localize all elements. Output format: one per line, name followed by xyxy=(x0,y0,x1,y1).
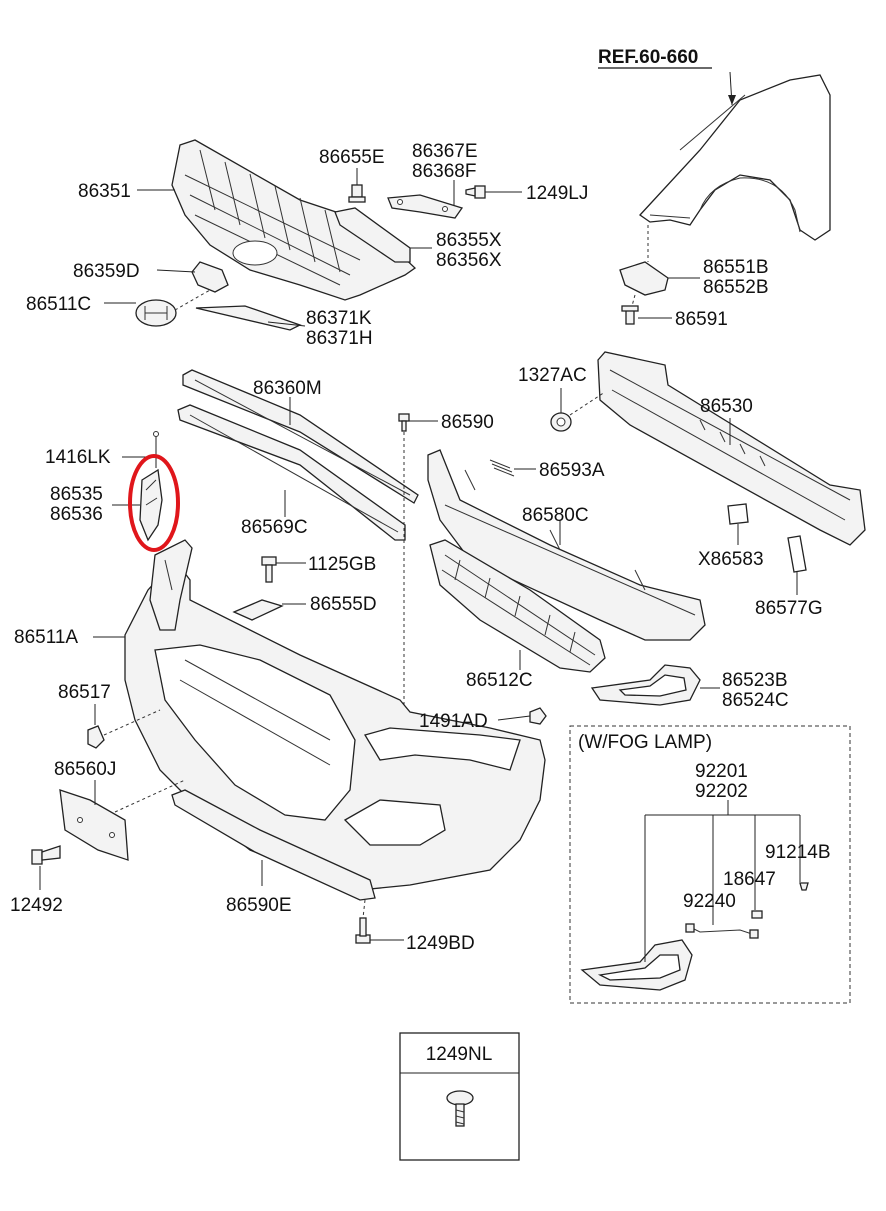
label-86555D: 86555D xyxy=(310,594,377,615)
fog-lamp-tree xyxy=(644,814,801,962)
fog-lamp-drawing xyxy=(580,939,693,991)
bolt-1125GB xyxy=(261,556,277,583)
ref-label: REF.60-660 xyxy=(598,47,698,68)
clip-86655E xyxy=(348,184,366,203)
lower-cover-86580C xyxy=(427,449,706,641)
label-86536: 86536 xyxy=(50,504,103,525)
label-92240: 92240 xyxy=(683,891,736,912)
dash-emblem xyxy=(174,289,211,311)
bolt-box-label: 1249NL xyxy=(426,1044,493,1065)
lower-strip-86590E xyxy=(171,789,376,901)
dash-nut xyxy=(569,391,606,416)
dash-bolt xyxy=(631,294,636,307)
label-86368F: 86368F xyxy=(412,161,476,182)
label-86535: 86535 xyxy=(50,484,103,505)
wire-harness-92240 xyxy=(685,923,759,939)
part-number-labels: 86351 86655E 86367E 86368F 1249LJ 86355X… xyxy=(10,141,831,954)
label-86655E: 86655E xyxy=(319,147,385,168)
bolt-86591 xyxy=(621,305,639,325)
label-86371H: 86371H xyxy=(306,328,373,349)
lower-grille-86512C xyxy=(429,539,606,673)
label-86530: 86530 xyxy=(700,396,753,417)
label-1249BD: 1249BD xyxy=(406,933,475,954)
emblem-bracket-86359D xyxy=(191,261,229,293)
label-86569C: 86569C xyxy=(241,517,308,538)
emblem-86511C xyxy=(135,299,177,327)
fog-lamp-box-label: (W/FOG LAMP) xyxy=(578,732,712,753)
label-91214B: 91214B xyxy=(765,842,831,863)
upper-stay-86360M xyxy=(182,369,419,504)
label-86577G xyxy=(787,535,807,573)
label-86591: 86591 xyxy=(675,309,728,330)
label-X86583 xyxy=(727,503,749,525)
clip-86593A xyxy=(489,459,515,477)
label-86523B: 86523B xyxy=(722,670,788,691)
leader-86359D xyxy=(156,269,196,273)
pin-1416LK xyxy=(153,431,159,468)
grille-moulding-drawing xyxy=(334,207,411,263)
bolt-86590 xyxy=(398,413,410,432)
label-86560J: 86560J xyxy=(54,759,116,780)
bulb-18647 xyxy=(751,910,763,919)
label-1327AC: 1327AC xyxy=(518,365,587,386)
label-86371K: 86371K xyxy=(306,308,372,329)
dash-1249BD xyxy=(362,899,366,919)
label-86590: 86590 xyxy=(441,412,494,433)
label-86590E: 86590E xyxy=(226,895,292,916)
bracket-86555D xyxy=(232,599,284,621)
label-86511A: 86511A xyxy=(14,627,78,648)
label-1491AD: 1491AD xyxy=(419,711,488,732)
screw-12492 xyxy=(31,845,61,865)
label-18647: 18647 xyxy=(723,869,776,890)
fender-bracket-86551B xyxy=(619,261,669,296)
absorber-86569C xyxy=(177,404,406,541)
leader-1491AD xyxy=(497,715,531,721)
fog-cover-86523B xyxy=(590,664,701,706)
fog-lamp-box xyxy=(569,725,851,1004)
ref-arrow xyxy=(728,95,736,105)
bumper-cover-86511A xyxy=(124,539,546,891)
screw-1249BD xyxy=(355,917,371,944)
dash-license xyxy=(114,779,186,813)
side-bracket-86535 xyxy=(139,468,163,542)
highlight-circle xyxy=(128,454,180,552)
label-86580C: 86580C xyxy=(522,505,589,526)
label-12492: 12492 xyxy=(10,895,63,916)
dash-86517 xyxy=(103,709,161,736)
leader-86371K xyxy=(267,321,306,327)
label-X86583: X86583 xyxy=(698,549,764,570)
grille-bracket-drawing xyxy=(387,194,464,219)
clip-91214B xyxy=(799,882,809,891)
label-86367E: 86367E xyxy=(412,141,478,162)
label-86351: 86351 xyxy=(78,181,131,202)
cap-86517 xyxy=(87,725,105,749)
label-1416LK: 1416LK xyxy=(45,447,111,468)
moulding-strip-86371K xyxy=(195,305,302,331)
license-bracket-86560J xyxy=(59,789,129,861)
label-86551B: 86551B xyxy=(703,257,769,278)
label-86552B: 86552B xyxy=(703,277,769,298)
label-86512C: 86512C xyxy=(466,670,533,691)
label-86577G: 86577G xyxy=(755,598,823,619)
label-1125GB: 1125GB xyxy=(308,554,376,575)
radiator-grille-drawing xyxy=(171,139,417,301)
clip-1491AD xyxy=(529,707,547,725)
label-86511C: 86511C xyxy=(26,294,91,315)
label-92201: 92201 xyxy=(695,761,748,782)
label-86356X: 86356X xyxy=(436,250,502,271)
fender-drawing xyxy=(639,74,831,241)
label-92202: 92202 xyxy=(695,781,748,802)
label-1249LJ: 1249LJ xyxy=(526,183,588,204)
screw-1249LJ xyxy=(465,185,486,199)
label-86517: 86517 xyxy=(58,682,111,703)
label-86355X: 86355X xyxy=(436,230,502,251)
label-86524C: 86524C xyxy=(722,690,789,711)
label-86359D: 86359D xyxy=(73,261,140,282)
label-86360M: 86360M xyxy=(253,378,322,399)
nut-1327AC xyxy=(550,412,572,432)
label-86593A: 86593A xyxy=(539,460,605,481)
bolt-1249NL-drawing xyxy=(446,1090,474,1127)
